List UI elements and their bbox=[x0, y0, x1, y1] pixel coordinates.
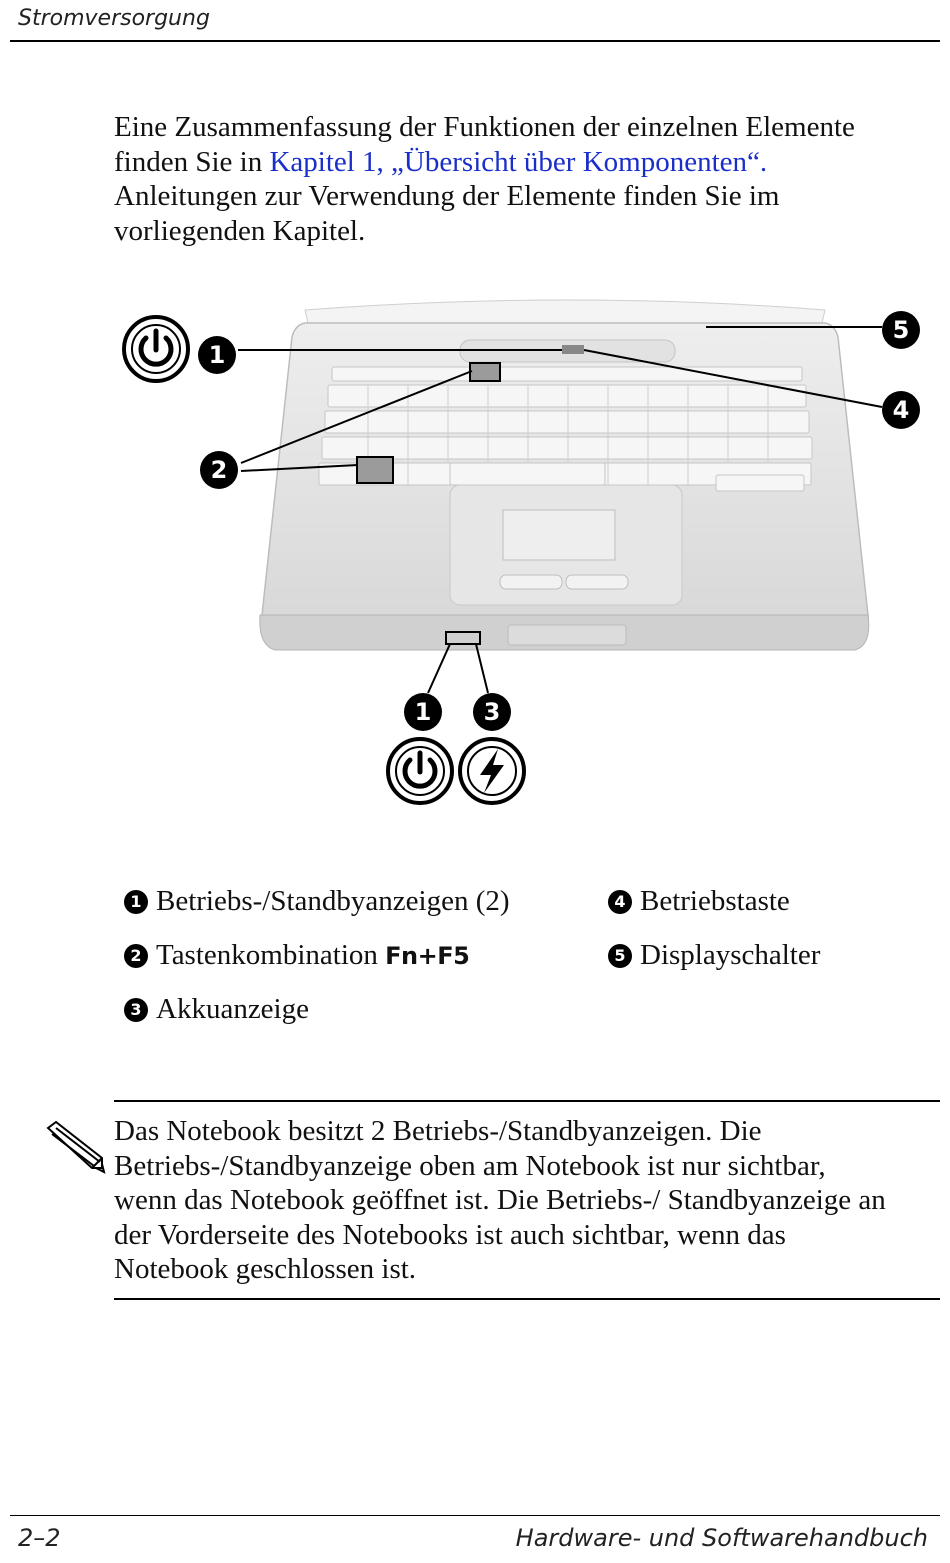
legend-number: 4 bbox=[608, 890, 632, 914]
callout-5: 5 bbox=[882, 311, 920, 349]
fn-key-highlight bbox=[356, 456, 394, 484]
legend-item-5: 5 Displayschalter bbox=[608, 938, 820, 972]
footer-rule bbox=[10, 1515, 940, 1516]
intro-text-start: Eine Zusammenfassung der Funktionen der … bbox=[114, 111, 855, 178]
legend-item-3: 3 Akkuanzeige bbox=[124, 992, 309, 1026]
intro-paragraph: Eine Zusammenfassung der Funktionen der … bbox=[114, 110, 874, 248]
legend-label: Akkuanzeige bbox=[156, 993, 309, 1025]
running-header: Stromversorgung bbox=[18, 6, 210, 31]
power-button bbox=[562, 345, 584, 354]
callout-1-top: 1 bbox=[198, 336, 236, 374]
pencil-note-icon bbox=[46, 1120, 106, 1174]
legend-label: Betriebstaste bbox=[640, 885, 790, 917]
f5-key-highlight bbox=[469, 362, 501, 382]
header-rule bbox=[10, 40, 940, 42]
lid-edge bbox=[304, 299, 826, 324]
legend-item-2: 2 Tastenkombination Fn+F5 bbox=[124, 938, 470, 973]
legend-number: 2 bbox=[124, 944, 148, 968]
note-rule-bottom bbox=[114, 1298, 940, 1300]
touchpad-right-button bbox=[565, 574, 629, 590]
legend-label: Tastenkombination bbox=[156, 939, 386, 971]
legend-number: 5 bbox=[608, 944, 632, 968]
touchpad bbox=[502, 509, 616, 561]
leader-lines bbox=[238, 326, 883, 694]
legend-number: 3 bbox=[124, 998, 148, 1022]
battery-bolt-icon bbox=[458, 737, 526, 805]
page-number: 2–2 bbox=[18, 1524, 61, 1552]
key-combo-label: Fn+F5 bbox=[385, 942, 470, 970]
media-slot bbox=[507, 624, 627, 646]
laptop-figure: 1 2 4 5 1 3 bbox=[110, 285, 930, 815]
callout-1-front: 1 bbox=[404, 693, 442, 731]
callout-2: 2 bbox=[200, 451, 238, 489]
legend-number: 1 bbox=[124, 890, 148, 914]
legend-item-1: 1 Betriebs-/Standbyanzeigen (2) bbox=[124, 884, 510, 918]
note-text: Das Notebook besitzt 2 Betriebs-/Standby… bbox=[114, 1115, 886, 1285]
power-icon bbox=[122, 315, 190, 383]
front-indicators bbox=[445, 631, 481, 645]
note-rule-top bbox=[114, 1100, 940, 1102]
laptop-illustration bbox=[122, 299, 883, 805]
legend-item-4: 4 Betriebstaste bbox=[608, 884, 790, 918]
callout-4: 4 bbox=[882, 391, 920, 429]
legend-label: Betriebs-/Standbyanzeigen (2) bbox=[156, 885, 510, 917]
touchpad-left-button bbox=[499, 574, 563, 590]
power-icon bbox=[386, 737, 454, 805]
intro-text-end: Anleitungen zur Verwendung der Elemente … bbox=[114, 180, 780, 247]
chapter-link[interactable]: Kapitel 1, „Übersicht über Komponenten“. bbox=[269, 145, 768, 178]
footer-title: Hardware- und Softwarehandbuch bbox=[515, 1524, 928, 1552]
callout-3: 3 bbox=[473, 693, 511, 731]
legend-label: Displayschalter bbox=[640, 939, 821, 971]
